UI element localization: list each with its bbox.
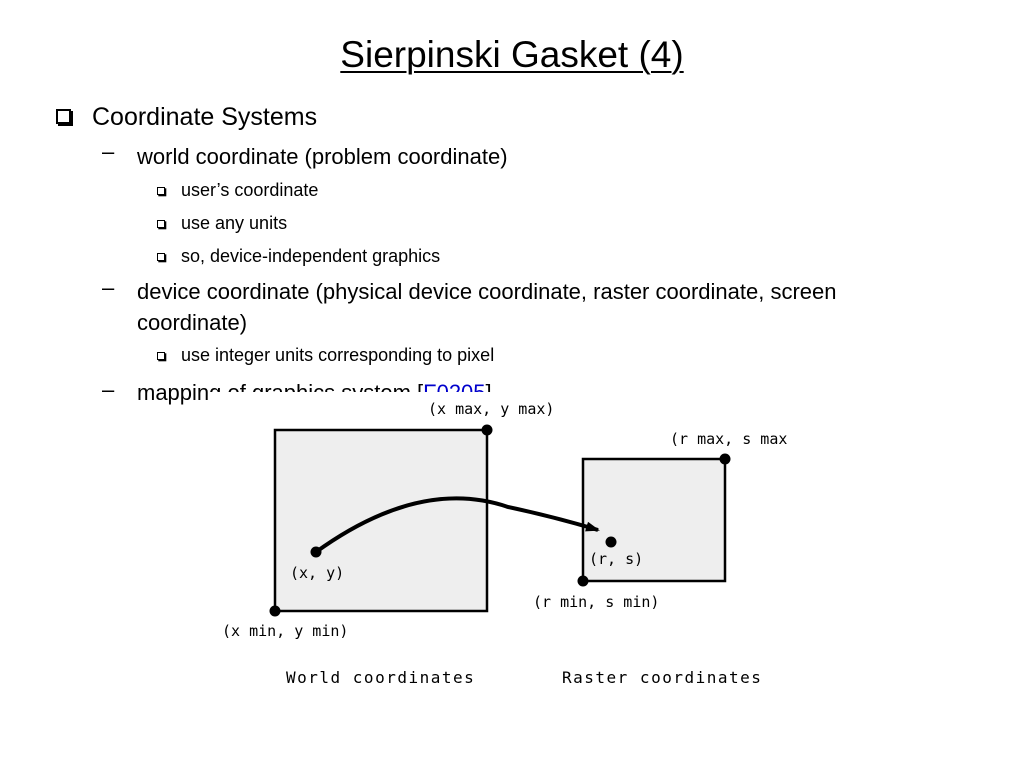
label-xmax-ymax: (x max, y max) [428,400,554,418]
label-xmin-ymin: (x min, y min) [222,622,348,640]
point-rmin-smin [577,575,589,587]
point-x-y [310,546,322,558]
checkbox-bullet-icon [157,352,165,360]
dash-bullet-icon: – [102,275,115,300]
caption-world-coordinates: World coordinates [286,668,475,687]
label-r-s: (r, s) [589,550,643,568]
bullet-device-coordinate-line1: device coordinate (physical device coord… [137,279,837,304]
checkbox-bullet-icon [157,253,165,261]
bullet-use-any-units: use any units [181,213,288,233]
dash-bullet-icon: – [102,377,115,402]
label-rmin-smin: (r min, s min) [533,593,659,611]
bullet-coordinate-systems: Coordinate Systems [92,103,318,131]
checkbox-bullet-icon [56,109,71,124]
bullet-integer-units: use integer units corresponding to pixel [181,345,495,365]
bullet-device-coordinate-line2: coordinate) [137,310,248,335]
caption-raster-coordinates: Raster coordinates [562,668,762,687]
point-xmax-ymax [481,424,493,436]
checkbox-bullet-icon [157,187,165,195]
label-rmax-smax: (r max, s max) [670,430,790,448]
world-coordinates-box [273,428,489,613]
coordinate-mapping-figure: (x max, y max) (x, y) (x min, y min) (r … [222,400,796,687]
dash-bullet-icon: – [102,139,115,164]
slide-title: Sierpinski Gasket (4) [340,34,684,75]
coordinate-mapping-diagram: (x max, y max) (x, y) (x min, y min) (r … [210,392,796,694]
mapping-arrow [314,496,600,554]
checkbox-bullet-icon [157,220,165,228]
point-rmax-smax [719,453,731,465]
raster-coordinates-box [581,457,727,583]
bullet-users-coordinate: user’s coordinate [181,180,319,200]
bullet-world-coordinate: world coordinate (problem coordinate) [137,144,508,169]
point-r-s [605,536,617,548]
bullet-device-independent-graphics: so, device-independent graphics [181,246,441,266]
label-x-y: (x, y) [290,564,344,582]
point-xmin-ymin [269,605,281,617]
